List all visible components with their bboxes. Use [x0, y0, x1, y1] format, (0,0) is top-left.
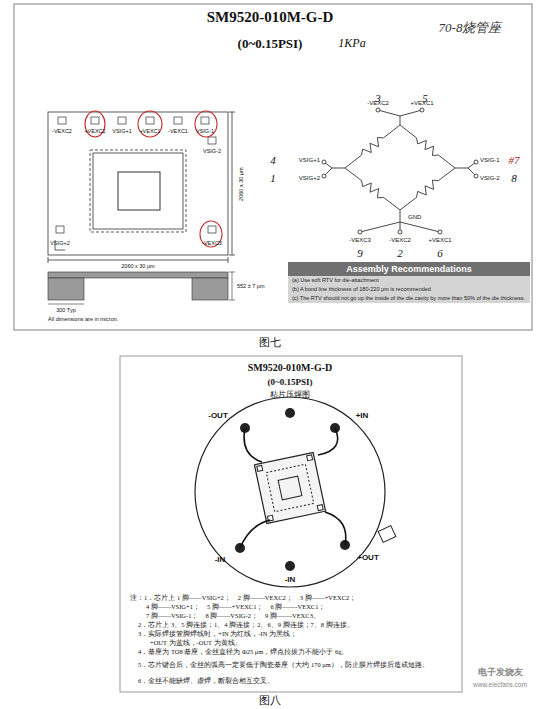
box-note: (a) Use soft RTV for die-attachment — [288, 276, 530, 285]
header-base — [195, 397, 396, 587]
label-text: 图七 — [259, 336, 281, 349]
label-text: #7 — [509, 154, 520, 167]
label-text: 粘片压焊图 — [270, 390, 310, 399]
recommendation-box: Assembly Recommendations(a) Use soft RTV… — [288, 262, 530, 303]
note-text: 6．金丝不能缺焊、虚焊，断裂合相互交叉。 — [138, 677, 274, 684]
box-heading: Assembly Recommendations — [288, 262, 530, 276]
note-text: 7 脚——VSIG-1； 8 脚——VSIG-2； 9 脚——-VEXC3。 — [146, 612, 320, 619]
label-text: +VEXC1 — [139, 128, 160, 134]
label-text: VSIG-1 — [196, 128, 214, 134]
note-text: 注：1．芯片上 1 脚——VSIG+2； 2 脚——-VEXC2； 3 脚——+… — [130, 594, 356, 601]
figure-caption: 图八 — [259, 694, 281, 707]
label-text: -VEXC2 — [52, 128, 72, 134]
label-text: 70-8烧管座 — [439, 21, 502, 36]
label-text: (0~0.15PSI) — [268, 377, 313, 387]
resistor-symbol — [400, 168, 455, 210]
label-text: 2060 x 30 μm — [238, 167, 244, 200]
note-text: 4．基座为 TO8 基座，金丝直径为 Φ25 μm，焊点拉拔力不能小于 6g。 — [138, 648, 348, 655]
label-text: (0~0.15PSI) — [238, 37, 303, 52]
resistor-symbol — [400, 125, 455, 168]
label-text: 300 Typ — [56, 307, 75, 313]
label-text: 1 — [270, 172, 276, 185]
label-text: 8 — [511, 172, 517, 185]
dimension-lines — [48, 112, 235, 263]
label-text: +OUT — [357, 553, 379, 562]
cross-section — [48, 272, 235, 304]
label-text: VSIG+1 — [299, 157, 320, 164]
page-frame — [120, 356, 462, 692]
note-text: 5．芯片键合后，金丝的弧高一定要低于陶瓷基座（大约 170 μm），防止膜片焊接… — [138, 661, 453, 668]
label-text: VSIG-1 — [480, 157, 500, 164]
label-text: -VEXC3 — [349, 237, 371, 244]
label-text: 552 ± 7 μm — [237, 283, 265, 289]
label-text: 9 — [357, 247, 363, 260]
label-text: +VEXC1 — [410, 100, 433, 107]
label-text: +VEXC2 — [84, 128, 105, 134]
bridge-schematic — [322, 108, 478, 234]
box-note: (b) A bond line thickness of 180-220 μm … — [288, 285, 530, 294]
label-text: 6 — [437, 247, 443, 260]
figure-title: SM9520-010M-G-D — [207, 9, 334, 26]
figure-frame — [14, 4, 532, 330]
diaphragm — [93, 153, 183, 229]
label-text: VSIG-2 — [203, 148, 221, 154]
label-text: +VEXC1 — [428, 237, 451, 244]
resistor-symbol — [345, 125, 400, 168]
label-text: 1KPa — [338, 37, 365, 51]
label-text: SM9520-010M-G-D — [248, 362, 332, 374]
cavity-dashed — [90, 150, 186, 232]
label-text: +IN — [356, 411, 369, 420]
note-text: 2．芯片上 3、5 脚连接；1、4 脚连接；2、6、9 脚连接；7、8 脚连接。 — [138, 621, 354, 628]
note-text: +OUT 为蓝线，-OUT 为黄线。 — [150, 639, 242, 646]
label-text: -VEXC2 — [389, 237, 411, 244]
label-text: VSIG+2 — [299, 175, 320, 182]
label-text: VSIG+1 — [112, 128, 131, 134]
hand-circles — [85, 111, 222, 247]
watermark: www.elecfans.com — [473, 681, 527, 688]
label-text: -VEXC3 — [202, 240, 222, 246]
label-text: 2060 x 30 μm — [121, 263, 154, 269]
box-note: (c) The RTV should not go up the inside … — [288, 294, 530, 303]
note-text: 3．实际焊接管脚焊线时，+IN 为红线，-IN 为黑线； — [138, 630, 297, 637]
label-text: All dimensions are in micron. — [48, 316, 118, 322]
label-text: -OUT — [208, 411, 228, 420]
label-text: -VEXC1 — [168, 128, 188, 134]
watermark: 电子发烧友 — [478, 667, 523, 677]
label-text: 2 — [397, 247, 403, 260]
boss — [118, 172, 160, 210]
label-text: -VEXC2 — [367, 100, 389, 107]
label-text: VSIG-2 — [480, 175, 500, 182]
label-text: -IN — [215, 555, 226, 564]
die-outline — [48, 112, 228, 255]
label-text: 4 — [270, 154, 276, 167]
resistor-symbol — [345, 168, 400, 210]
label-text: GND — [408, 214, 421, 221]
label-text: VSIG+2 — [50, 240, 69, 246]
note-text: 4 脚——VSIG+1； 5 脚——+VEXC1； 6 脚——-VEXC1； — [146, 603, 325, 610]
label-text: -IN — [285, 575, 296, 584]
die-pads — [56, 117, 216, 233]
